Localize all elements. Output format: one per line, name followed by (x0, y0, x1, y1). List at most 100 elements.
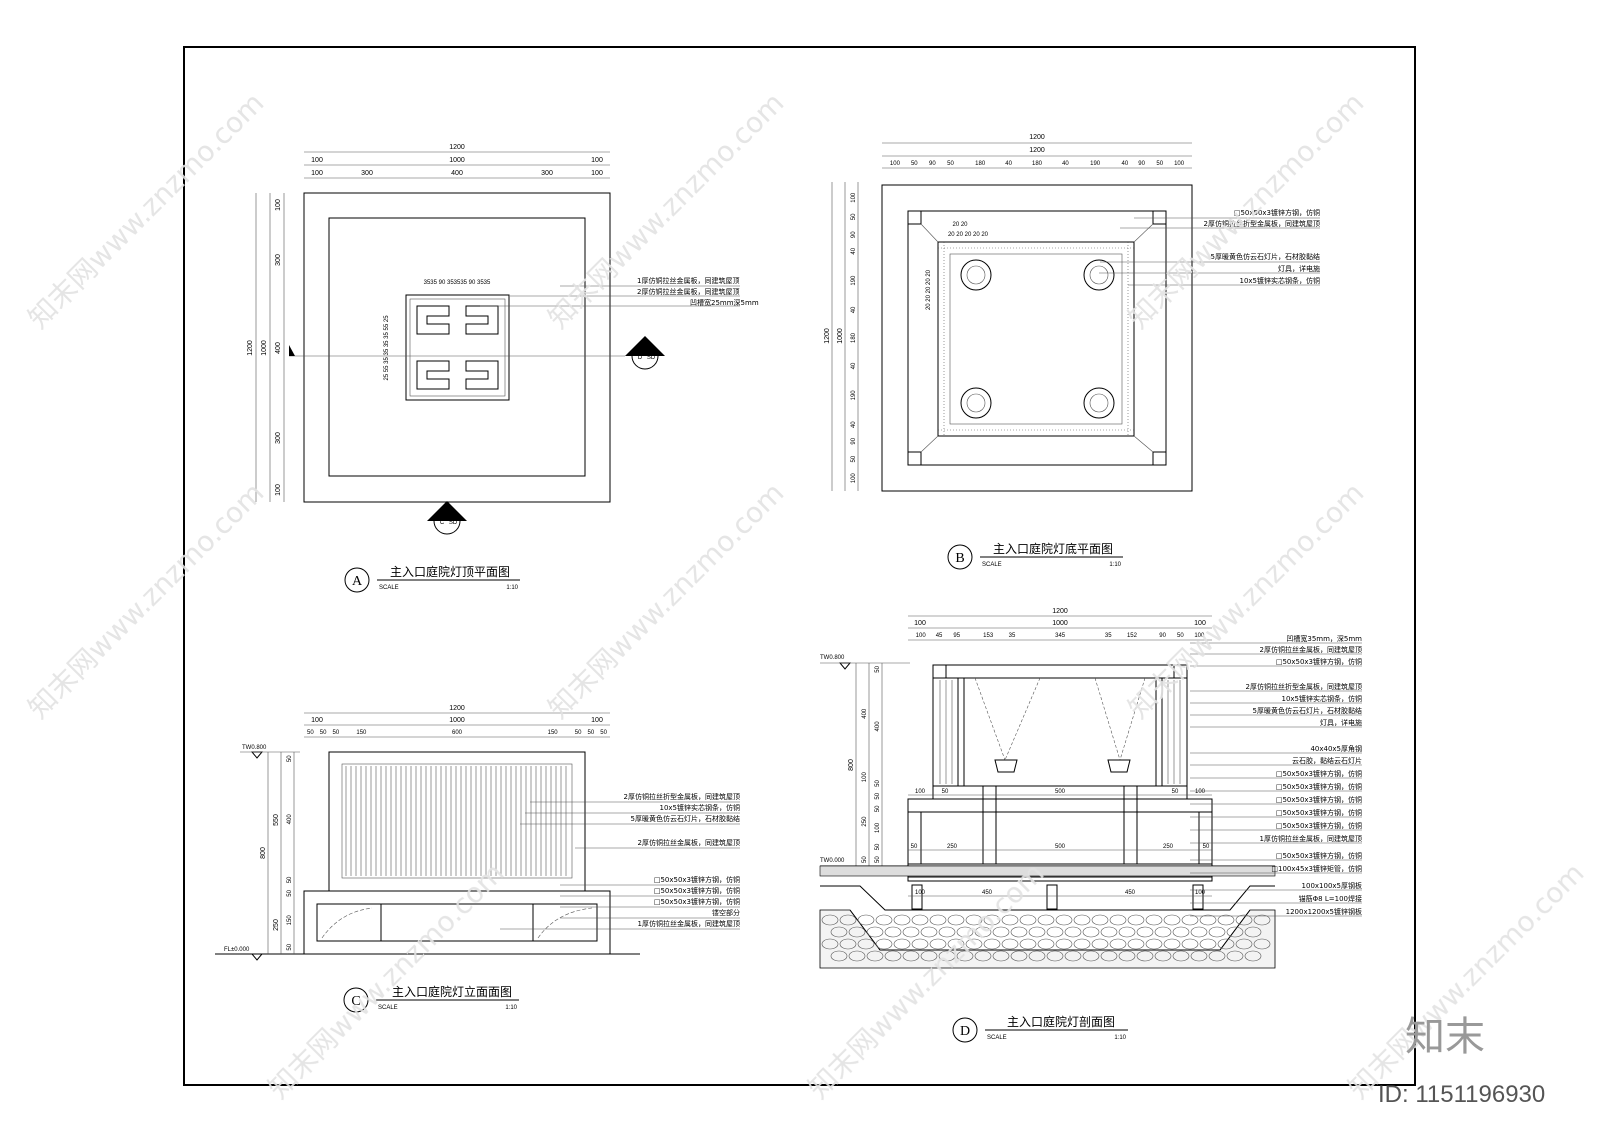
a-marker-d-sheet: SD (647, 355, 656, 361)
d-stone (929, 938, 947, 950)
d-stone (1091, 938, 1109, 950)
d-stone (875, 938, 893, 950)
d-dim-left3: 50 (875, 805, 881, 812)
b-dim-top3: 40 (1121, 161, 1128, 167)
d-base-plate (907, 876, 1213, 882)
c-note: 2厚仿铜拉丝折型金属板，同建筑屋顶 (624, 792, 740, 801)
d-base-dim-2: 450 (1125, 890, 1136, 896)
d-note: 5厚暖黄色仿云石灯片，石材胶黏结 (1253, 706, 1362, 715)
d-stone (1100, 950, 1118, 962)
d-mid1-4: 100 (1195, 789, 1206, 795)
d-notes: 凹槽宽35mm，深5mm2厚仿铜拉丝金属板，同建筑屋顶□50x50x3镀锌方钢，… (1190, 634, 1362, 917)
d-stone (1046, 950, 1064, 962)
d-stone (983, 938, 1001, 950)
d-stone (1010, 950, 1028, 962)
b-corner-post (907, 451, 922, 466)
d-stone (956, 926, 974, 938)
c-dim-left3: 150 (287, 915, 293, 926)
d-stone (1163, 938, 1181, 950)
d-note: □50x50x3镀锌方钢，仿铜 (1276, 769, 1362, 778)
d-note: □50x50x3镀锌方钢，仿铜 (1276, 808, 1362, 817)
d-plate (907, 798, 1213, 813)
d-title: 主入口庭院灯剖面图 (1007, 1014, 1115, 1029)
b-note-1: 2厚仿铜拉丝折型金属板，同建筑屋顶 (1204, 219, 1320, 228)
d-stone (974, 926, 992, 938)
b-dim-top3: 90 (1138, 161, 1145, 167)
d-stone (1163, 914, 1181, 926)
d-stone (1046, 926, 1064, 938)
d-stone (875, 914, 893, 926)
b-corner-post (1152, 451, 1167, 466)
watermark-text: 知末网www.znzmo.com (22, 476, 271, 725)
a-dim-left-total: 1200 (247, 340, 254, 356)
d-stone (911, 914, 929, 926)
d-stone (1082, 950, 1100, 962)
b-scale-label: SCALE (982, 562, 1002, 568)
d-stone (947, 914, 965, 926)
d-dim-left3: 50 (875, 780, 881, 787)
d-stone (974, 950, 992, 962)
a-marker-d-letter: D (638, 355, 643, 361)
d-stone (866, 926, 884, 938)
d-stone (1127, 938, 1145, 950)
d-stone (902, 926, 920, 938)
c-scale-label: SCALE (378, 1005, 398, 1011)
d-mid1-2: 500 (1055, 789, 1066, 795)
b-dim-left3: 40 (851, 247, 857, 254)
b-dim-left3: 90 (851, 437, 857, 444)
d-dim-top3: 95 (953, 633, 960, 639)
c-dim-left-total: 800 (260, 847, 267, 859)
d-stone (1037, 938, 1055, 950)
d-stone (1127, 914, 1145, 926)
a-note-0: 1厚仿铜拉丝金属板，同建筑屋顶 (637, 276, 739, 285)
d-stone (911, 938, 929, 950)
b-lamp (960, 259, 992, 291)
a-dim-left3-4: 100 (275, 484, 282, 496)
d-dim-left2: 100 (862, 772, 868, 783)
d-side-panel (932, 677, 959, 787)
a-tag: A (352, 574, 363, 589)
d-stone (866, 950, 884, 962)
c-dim-left2-1: 250 (273, 919, 280, 931)
b-dim-top3: 40 (1005, 161, 1012, 167)
d-stone (920, 950, 938, 962)
d-stone (965, 938, 983, 950)
b-dim-left3: 50 (851, 213, 857, 220)
d-anchor (1192, 884, 1204, 910)
d-note: 100x100x5厚钢板 (1302, 881, 1362, 890)
d-stone (902, 950, 920, 962)
d-dim-top3: 35 (1105, 633, 1112, 639)
d-stone (1082, 926, 1100, 938)
d-dim-left3: 400 (875, 721, 881, 732)
c-base (303, 890, 611, 955)
c-dim-top3: 50 (307, 730, 314, 736)
d-mid2-1: 250 (947, 844, 958, 850)
b-dim-left3: 100 (851, 473, 857, 484)
watermark-text: 知末网www.znzmo.com (262, 856, 511, 1105)
a-dim-top3-4: 100 (591, 170, 603, 177)
a-fret-pattern (416, 305, 499, 390)
c-level-bottom: FL±0.000 (224, 947, 250, 953)
b-corner-post (907, 210, 922, 225)
d-stone (1001, 914, 1019, 926)
d-stone (821, 938, 839, 950)
d-tag: D (960, 1024, 970, 1039)
c-title: 主入口庭院灯立面面图 (392, 984, 512, 999)
d-dim-top3: 345 (1055, 633, 1066, 639)
b-dim-left3: 40 (851, 421, 857, 428)
c-dim-top3: 600 (452, 730, 463, 736)
d-stone (1136, 950, 1154, 962)
d-stone (1217, 914, 1235, 926)
d-note: 2厚仿铜拉丝金属板，同建筑屋顶 (1260, 645, 1362, 654)
a-pattern-frame (405, 294, 510, 401)
watermark-text: 知末网www.znzmo.com (802, 856, 1051, 1105)
d-note: 灯具，详电施 (1320, 718, 1362, 727)
b-scale: 1:10 (1109, 562, 1121, 568)
c-dim-top3: 50 (575, 730, 582, 736)
